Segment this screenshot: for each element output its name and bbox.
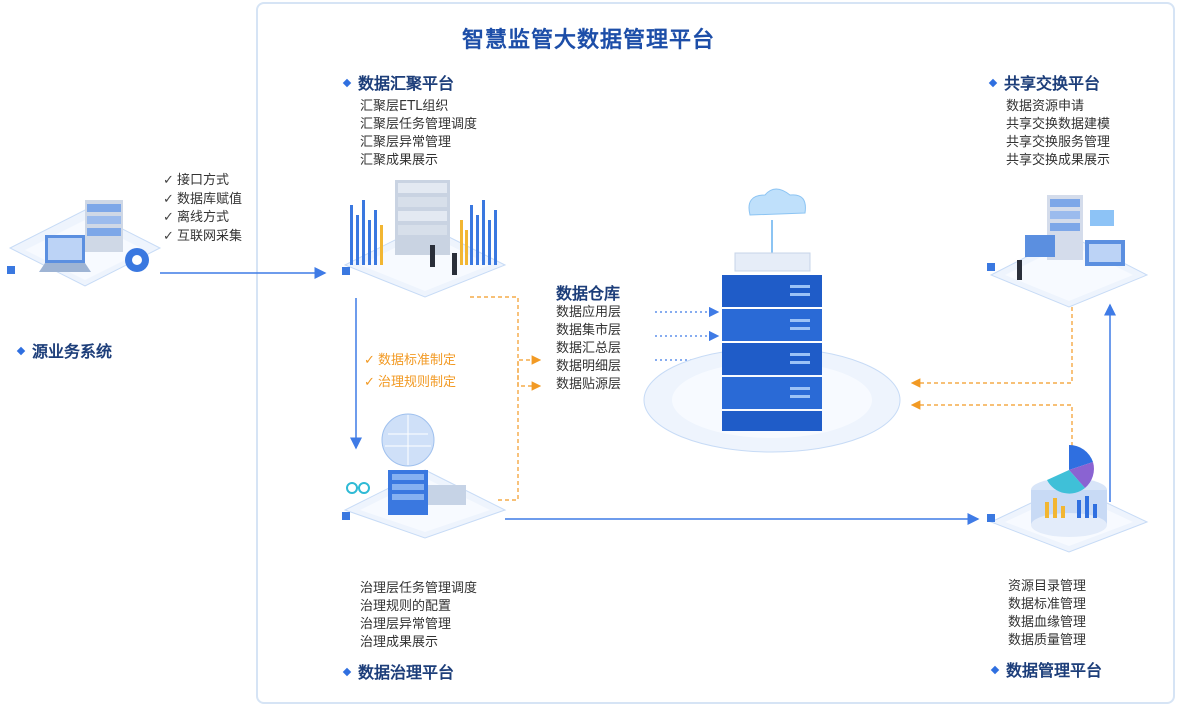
list-item: ✓数据标准制定: [364, 350, 456, 372]
check-icon: ✓: [163, 228, 174, 244]
diamond-bullet-icon: [990, 665, 1000, 674]
diamond-bullet-icon: [988, 78, 998, 87]
governance-rules-list: ✓数据标准制定 ✓治理规则制定: [364, 350, 456, 394]
management-platform-title: 数据管理平台: [990, 657, 1102, 681]
list-item: 数据贴源层: [556, 377, 622, 392]
check-icon: ✓: [163, 210, 174, 225]
check-icon: ✓: [163, 191, 174, 207]
list-item: 数据标准管理: [1008, 597, 1087, 612]
list-item: 数据明细层: [556, 359, 622, 374]
list-item: 治理规则的配置: [360, 599, 452, 614]
dashed-governance-to-warehouse: [498, 355, 542, 501]
dashed-management-to-warehouse: [910, 400, 1073, 460]
list-item: ✓治理规则制定: [364, 372, 456, 394]
warehouse-layers-list: 数据应用层 数据集市层 数据汇总层 数据明细层 数据贴源层: [556, 304, 621, 394]
governance-items-list: 治理层任务管理调度 治理规则的配置 治理层异常管理 治理成果展示: [360, 580, 477, 652]
collection-items-list: 汇聚层ETL组织 汇聚层任务管理调度 汇聚层异常管理 汇聚成果展示: [360, 98, 477, 170]
list-item: 共享交换成果展示: [1006, 153, 1111, 168]
exchange-platform-title: 共享交换平台: [988, 70, 1100, 94]
dashed-collection-to-warehouse: [470, 296, 542, 391]
source-system-illustration: [7, 200, 162, 287]
list-item: 数据集市层: [556, 323, 622, 338]
list-item: ✓互联网采集: [163, 228, 242, 247]
diamond-bullet-icon: [342, 78, 352, 87]
collection-platform-illustration: [342, 180, 507, 298]
list-item: 资源目录管理: [1008, 579, 1087, 594]
list-item: 共享交换服务管理: [1006, 135, 1111, 150]
list-item: ✓离线方式: [163, 209, 242, 228]
list-item: ✓数据库赋值: [163, 191, 242, 210]
exchange-platform-illustration: [987, 195, 1149, 308]
list-item: 数据资源申请: [1006, 99, 1085, 114]
warehouse-title: 数据仓库: [556, 284, 621, 303]
diamond-bullet-icon: [16, 346, 26, 355]
list-item: 共享交换数据建模: [1006, 117, 1111, 132]
list-item: ✓接口方式: [163, 172, 242, 191]
warehouse-server-illustration: [643, 188, 901, 453]
list-item: 治理层异常管理: [360, 617, 452, 632]
management-items-list: 资源目录管理 数据标准管理 数据血缘管理 数据质量管理: [1008, 578, 1086, 650]
list-item: 汇聚层ETL组织: [360, 99, 449, 114]
governance-platform-title: 数据治理平台: [342, 659, 454, 683]
list-item: 汇聚层任务管理调度: [360, 117, 478, 132]
list-item: 治理层任务管理调度: [360, 581, 478, 596]
diamond-bullet-icon: [342, 667, 352, 676]
list-item: 汇聚层异常管理: [360, 135, 452, 150]
management-platform-illustration: [987, 444, 1149, 553]
list-item: 数据血缘管理: [1008, 615, 1087, 630]
source-methods-list: ✓接口方式 ✓数据库赋值 ✓离线方式 ✓互联网采集: [163, 172, 242, 246]
check-icon: ✓: [364, 375, 375, 390]
exchange-items-list: 数据资源申请 共享交换数据建模 共享交换服务管理 共享交换成果展示: [1006, 98, 1110, 170]
check-icon: ✓: [163, 173, 174, 188]
list-item: 治理成果展示: [360, 635, 439, 650]
collection-platform-title: 数据汇聚平台: [342, 70, 454, 94]
list-item: 数据质量管理: [1008, 633, 1087, 648]
page-title: 智慧监管大数据管理平台: [461, 28, 715, 53]
list-item: 数据应用层: [556, 305, 622, 320]
governance-platform-illustration: [342, 413, 507, 539]
platform-frame: [256, 2, 1175, 704]
source-system-title: 源业务系统: [16, 338, 112, 362]
dashed-exchange-to-warehouse: [910, 300, 1073, 388]
check-icon: ✓: [364, 353, 375, 368]
list-item: 数据汇总层: [556, 341, 622, 356]
list-item: 汇聚成果展示: [360, 153, 439, 168]
